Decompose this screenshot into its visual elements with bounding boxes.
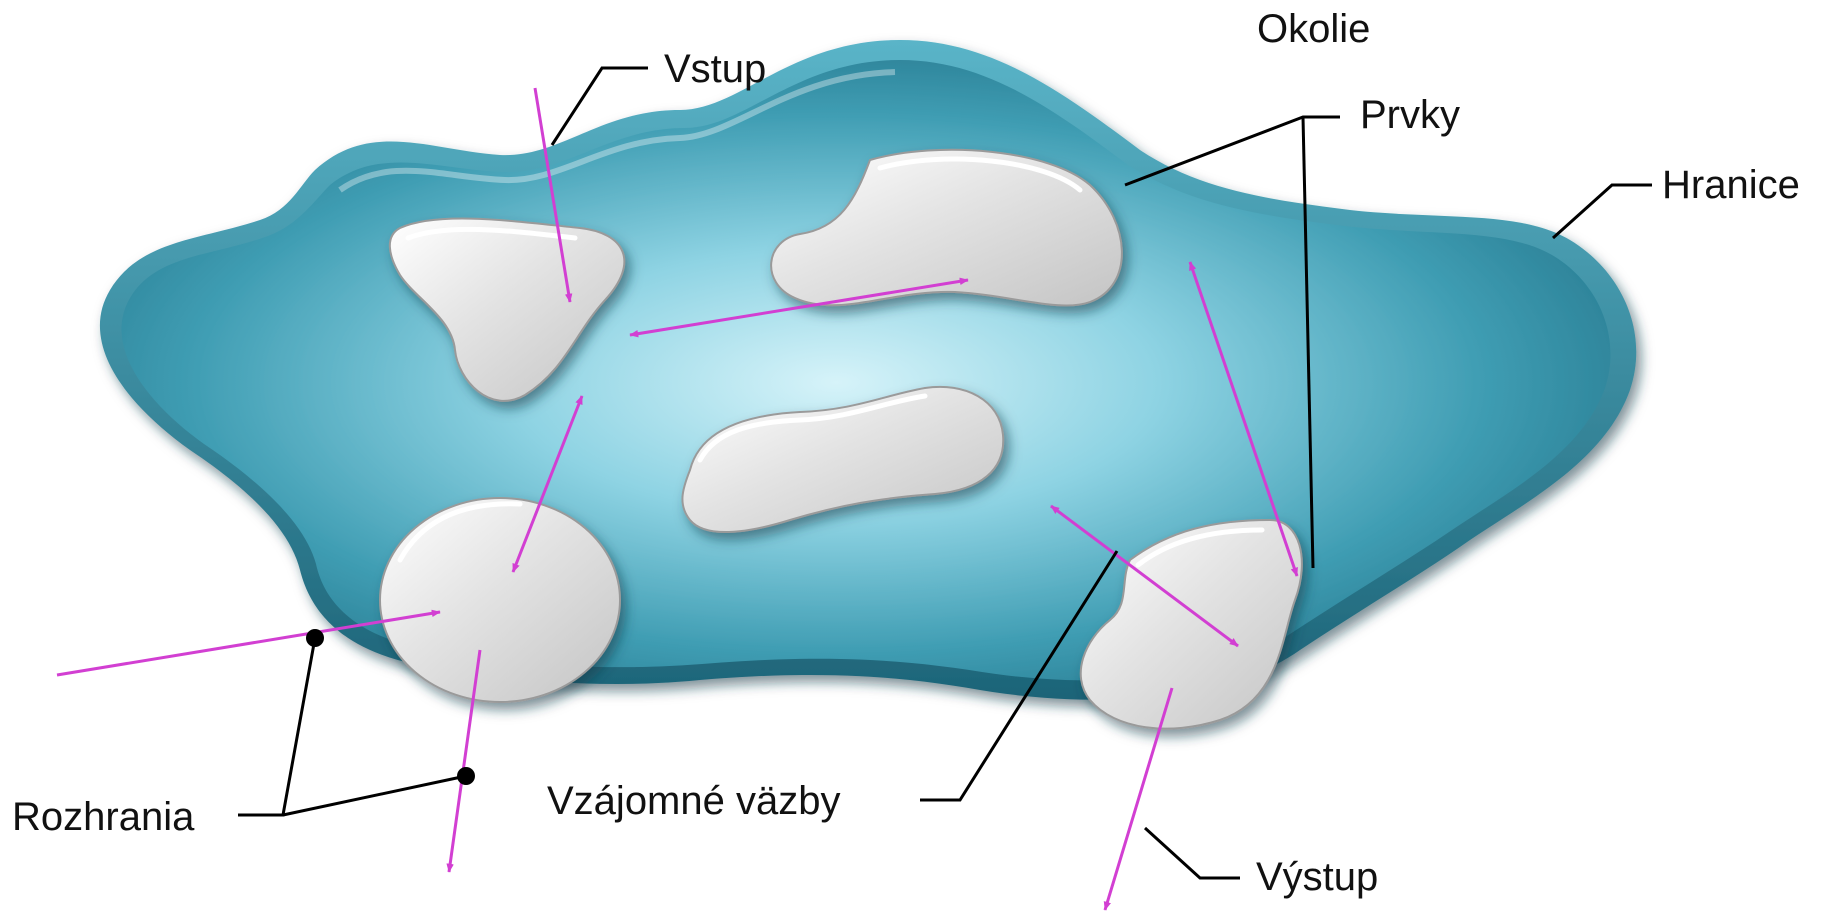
label-vzajomne-vazby: Vzájomné väzby	[547, 779, 840, 823]
label-vstup: Vstup	[664, 47, 766, 91]
element-bottom-left	[380, 498, 620, 702]
label-rozhrania: Rozhrania	[12, 795, 195, 839]
system-body	[100, 40, 1636, 700]
label-vystup: Výstup	[1256, 855, 1378, 899]
label-prvky: Prvky	[1360, 93, 1460, 137]
label-hranice: Hranice	[1662, 163, 1800, 207]
label-okolie: Okolie	[1257, 7, 1370, 51]
